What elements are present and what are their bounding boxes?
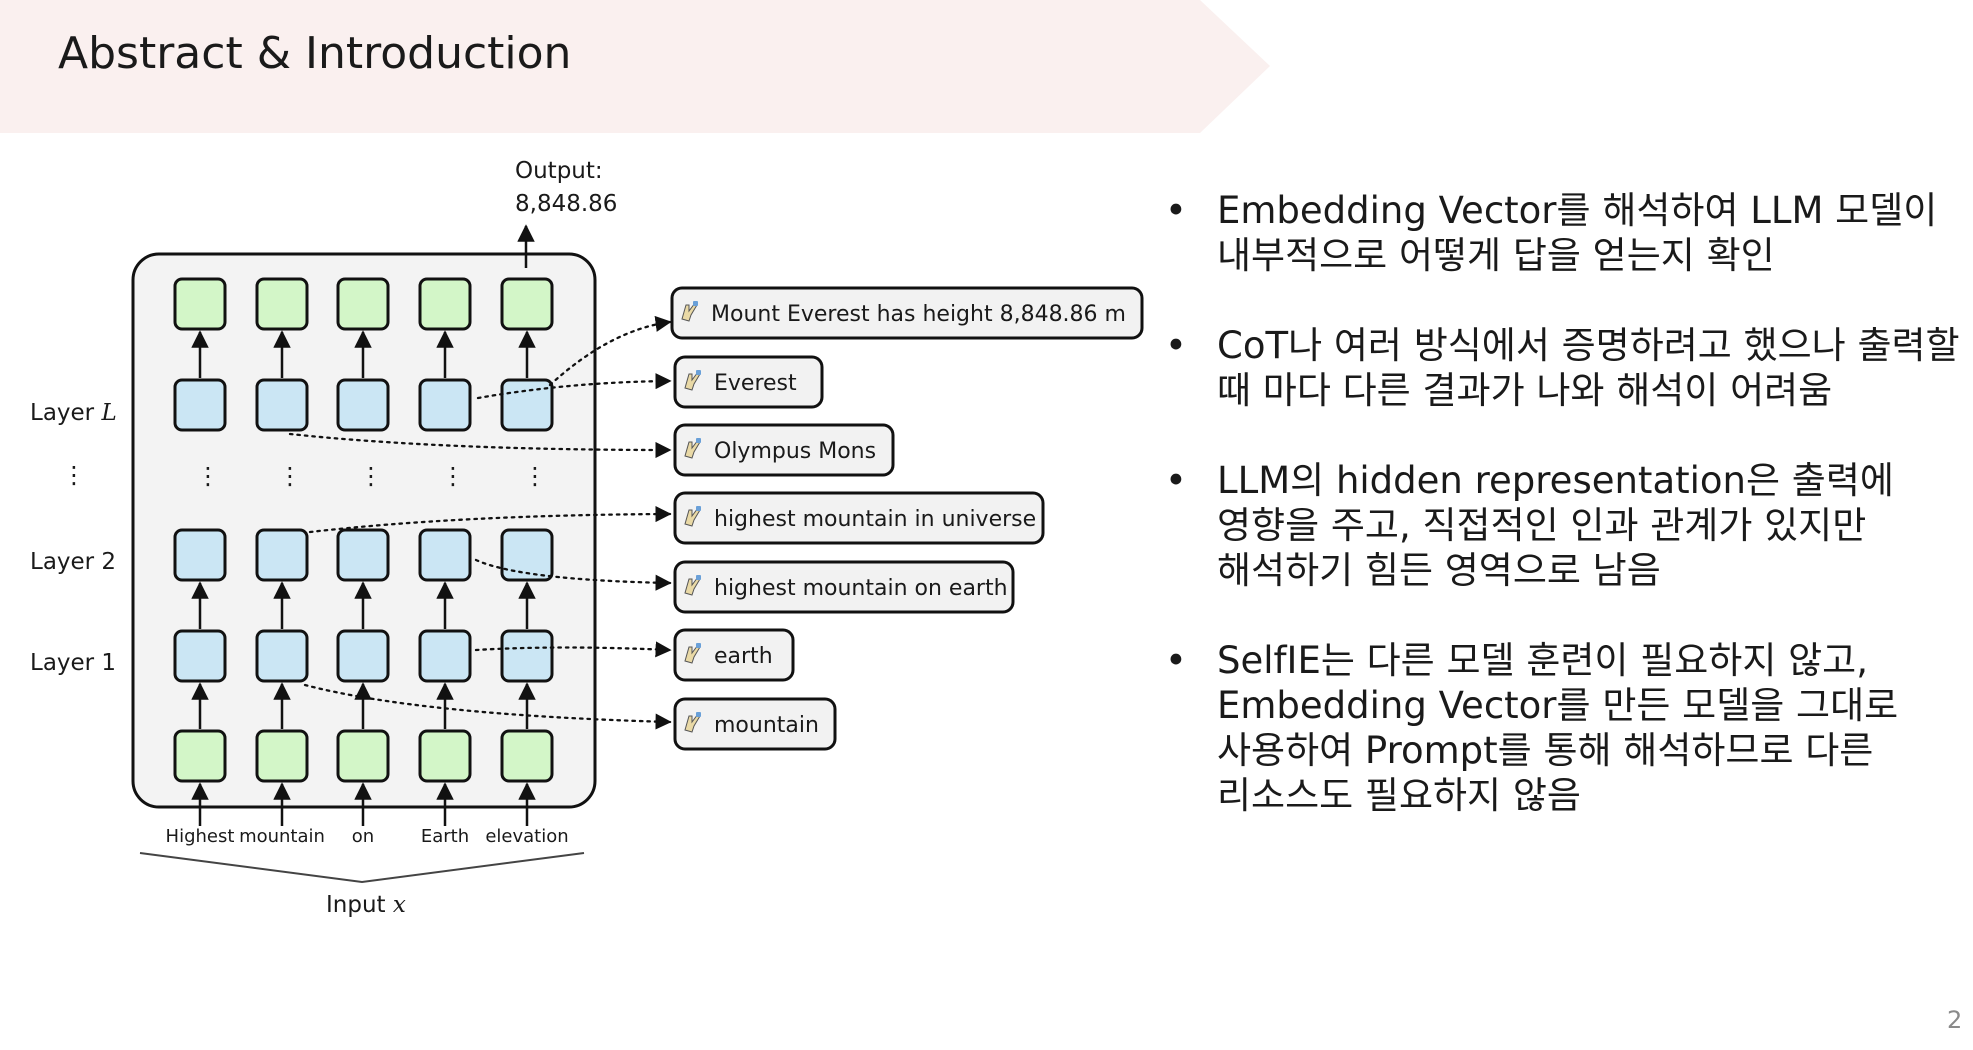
bullet-item: SelfIE는 다른 모델 훈련이 필요하지 않고,Embedding Vect… [1165, 638, 1965, 818]
interpretation-text: mountain [714, 713, 819, 738]
layer-2-node-1 [173, 528, 227, 582]
interpretation-text: earth [714, 644, 773, 669]
interpretation-text: highest mountain on earth [714, 576, 1008, 601]
input-token: Highest [166, 826, 235, 847]
bullet-line: SelfIE는 다른 모델 훈련이 필요하지 않고, [1217, 639, 1868, 682]
input-brace [139, 852, 585, 884]
layer-1-node-5 [500, 629, 554, 683]
input-token: mountain [239, 826, 325, 847]
output-value: 8,848.86 [515, 191, 617, 217]
interpretation-box [673, 423, 895, 477]
interpretation-label: highest mountain in universe [673, 491, 1045, 545]
interpretation-text: Everest [714, 371, 797, 396]
connector-arrow [474, 641, 672, 658]
output-node-2 [255, 277, 309, 331]
input-node-2 [255, 729, 309, 783]
interpretation-text: highest mountain in universe [714, 507, 1036, 532]
interpretation-box [673, 491, 1045, 545]
column-ellipsis: ⋮ [523, 462, 547, 490]
interpretation-box [673, 697, 837, 751]
layer-2-label: Layer 2 [30, 549, 116, 575]
input-node-4 [418, 729, 472, 783]
input-node-1 [173, 729, 227, 783]
input-token: on [352, 826, 374, 847]
layer-2-node-4 [418, 528, 472, 582]
interpretation-label: Everest [673, 355, 824, 409]
interpretation-label: mountain [673, 697, 837, 751]
interpretation-text: Mount Everest has height 8,848.86 m [711, 302, 1126, 327]
layer-L-node-4 [418, 378, 472, 432]
layer-L-node-2 [255, 378, 309, 432]
connector-arrow [303, 683, 672, 730]
input-token: elevation [485, 826, 568, 847]
bullet-line: 사용하여 Prompt를 통해 해석하므로 다른 [1217, 729, 1874, 772]
interpretation-box [673, 628, 795, 682]
layer-2-node-3 [336, 528, 390, 582]
bullet-line: 때 마다 다른 결과가 나와 해석이 어려움 [1217, 369, 1833, 412]
bullet-line: Embedding Vector를 해석하여 LLM 모델이 [1217, 189, 1938, 232]
connector-arrow [308, 506, 672, 534]
interpretation-label: Mount Everest has height 8,848.86 m [670, 286, 1144, 340]
output-node-3 [336, 277, 390, 331]
layer-2-node-2 [255, 528, 309, 582]
bullet-line: 리소스도 필요하지 않음 [1217, 774, 1581, 817]
interpretation-label: Olympus Mons [673, 423, 895, 477]
interpretation-text: Olympus Mons [714, 439, 876, 464]
interpretation-box [673, 355, 824, 409]
node-grid: ⋮ ⋮ ⋮ ⋮ ⋮ [173, 277, 554, 826]
bullet-line: 내부적으로 어떻게 답을 얻는지 확인 [1217, 234, 1775, 277]
layer-L-node-3 [336, 378, 390, 432]
bullet-line: 해석하기 힘든 영역으로 남음 [1217, 549, 1661, 592]
bullet-line: 영향을 주고, 직접적인 인과 관계가 있지만 [1217, 504, 1867, 547]
interpretation-label: highest mountain on earth [673, 560, 1015, 614]
output-node-1 [173, 277, 227, 331]
input-node-3 [336, 729, 390, 783]
column-ellipsis: ⋮ [278, 462, 302, 490]
column-ellipsis: ⋮ [441, 462, 465, 490]
layer-L-node-1 [173, 378, 227, 432]
output-label: Output: [515, 158, 603, 184]
column-ellipsis: ⋮ [359, 462, 383, 490]
slide-title: Abstract & Introduction [58, 28, 572, 79]
layer-1-node-4 [418, 629, 472, 683]
input-label: Input x [326, 892, 406, 918]
interpretation-label: earth [673, 628, 795, 682]
page-number: 2 [1947, 1006, 1963, 1034]
output-node-5 [500, 277, 554, 331]
connector-arrow [548, 315, 672, 387]
layer-2-node-5 [500, 528, 554, 582]
interpretation-connectors [288, 315, 672, 730]
layer-1-node-2 [255, 629, 309, 683]
layer-L-label: Layer L [30, 400, 117, 426]
bullet-line: LLM의 hidden representation은 출력에 [1217, 459, 1894, 502]
column-ellipsis: ⋮ [196, 462, 220, 490]
interpretation-box [670, 286, 1144, 340]
input-token: Earth [421, 826, 469, 847]
interpretation-labels: Mount Everest has height 8,848.86 m Evere… [670, 286, 1144, 751]
bullet-line: CoT나 여러 방식에서 증명하려고 했으나 출력할 [1217, 324, 1960, 367]
connector-arrow [476, 373, 672, 400]
layer-ellipsis: ⋮ [62, 461, 86, 489]
interpretation-box [673, 560, 1015, 614]
layer-1-label: Layer 1 [30, 650, 116, 676]
output-node-4 [418, 277, 472, 331]
input-node-5 [500, 729, 554, 783]
layer-1-node-1 [173, 629, 227, 683]
layer-1-node-3 [336, 629, 390, 683]
header-banner [0, 0, 1270, 133]
bullet-line: Embedding Vector를 만든 모델을 그대로 [1217, 684, 1899, 727]
